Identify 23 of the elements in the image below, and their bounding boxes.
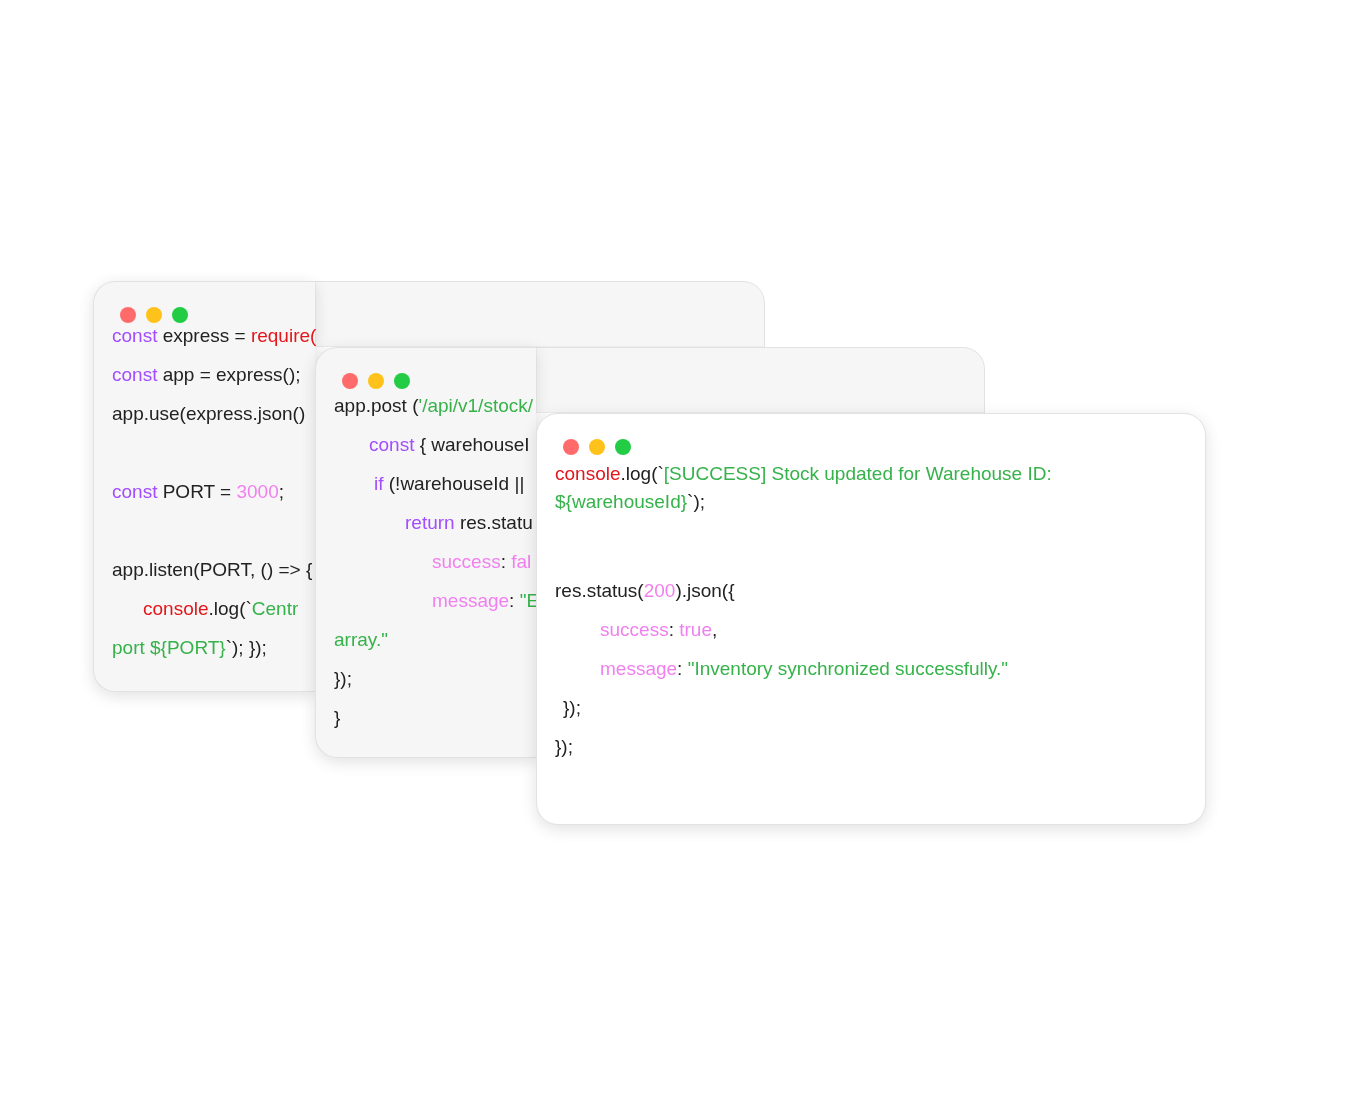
code-line: console.log(`Centr (143, 597, 299, 621)
code-line: success: fal (432, 550, 532, 574)
code-line: if (!warehouseId || (374, 472, 525, 496)
code-line: const app = express(); (112, 363, 301, 387)
code-line: app.listen(PORT, () => { (112, 558, 313, 582)
code-line: }); (563, 696, 581, 720)
code-line: app.post ('/api/v1/stock/ (334, 394, 533, 418)
code-line: res.status(200).json({ (555, 579, 735, 603)
code-line: const PORT = 3000; (112, 480, 284, 504)
code-line: array." (334, 628, 388, 652)
code-line: app.use(express.json() (112, 402, 306, 426)
code-line: console.log(`[SUCCESS] Stock updated for Warehouse ID: ${warehouseId}`); (555, 462, 1053, 514)
code-line: message: "Inventory synchronized successfully." (600, 657, 1009, 681)
code-line: success: true, (600, 618, 718, 642)
code-line: } (334, 706, 341, 730)
code-line: const express = require( (112, 324, 317, 348)
code-window (93, 281, 315, 692)
code-line: const { warehouseI (369, 433, 530, 457)
code-line: port ${PORT}`); }); (112, 636, 267, 660)
code-window (536, 413, 1206, 825)
code-line: }); (334, 667, 352, 691)
code-line: }); (555, 735, 573, 759)
code-line: return res.statu (405, 511, 533, 535)
